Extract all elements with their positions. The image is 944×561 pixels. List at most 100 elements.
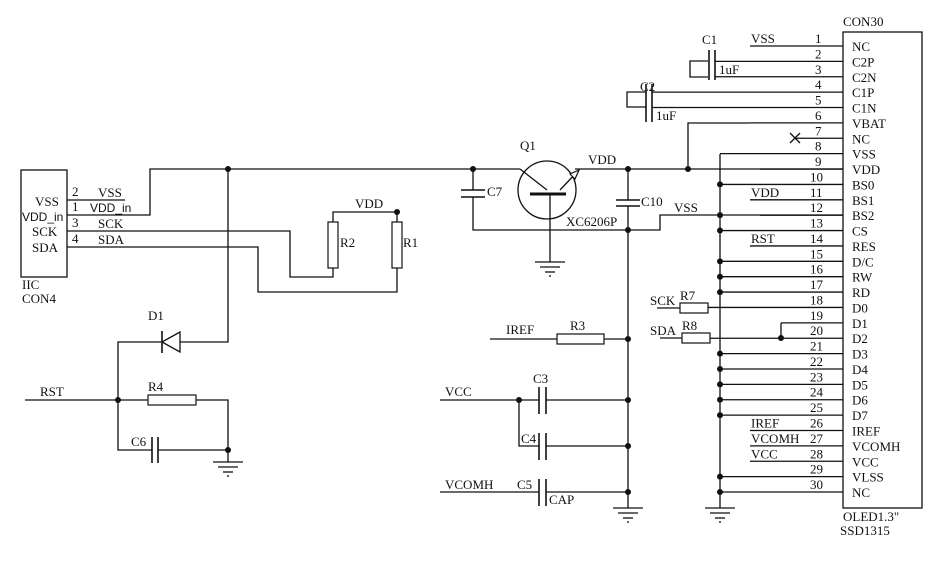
pin-number: 22 (810, 354, 823, 369)
pin-name: VLSS (852, 470, 884, 485)
svg-text:IIC: IIC (22, 277, 39, 292)
oled-part-label: OLED1.3" (843, 509, 899, 524)
svg-text:SDA: SDA (32, 240, 59, 255)
pin-number: 9 (815, 154, 822, 169)
pin-number: 16 (810, 262, 824, 277)
pin-number: 24 (810, 385, 824, 400)
pin-number: 4 (815, 77, 822, 92)
svg-text:SDA: SDA (98, 232, 125, 247)
pin-number: 14 (810, 231, 824, 246)
pin-name: D7 (852, 408, 868, 423)
svg-text:VDD_in: VDD_in (90, 201, 131, 215)
svg-text:IREF: IREF (506, 322, 534, 337)
svg-text:1uF: 1uF (656, 108, 676, 123)
oled-chip-label: SSD1315 (840, 523, 890, 538)
svg-text:RST: RST (40, 384, 64, 399)
svg-text:R4: R4 (148, 379, 164, 394)
pin-name: IREF (852, 424, 880, 439)
pin-number: 30 (810, 477, 823, 492)
no-connect-mark (789, 132, 801, 144)
pin-name: BS1 (852, 193, 874, 208)
pin-name: C2P (852, 54, 874, 69)
svg-text:Q1: Q1 (520, 138, 536, 153)
pin-net-label: VCC (751, 446, 778, 461)
pin-name: RES (852, 239, 876, 254)
pin-net-label: RST (751, 231, 775, 246)
svg-text:SDA: SDA (650, 323, 677, 338)
pin-name: VCOMH (852, 439, 900, 454)
svg-text:VCC: VCC (445, 384, 472, 399)
svg-text:SCK: SCK (32, 224, 58, 239)
resistor-r8: SDA R8 (650, 318, 711, 344)
ground-icon (612, 507, 644, 523)
svg-text:C7: C7 (487, 184, 503, 199)
svg-text:1: 1 (72, 199, 79, 214)
pin-net-label: IREF (751, 416, 779, 431)
pin-name: D1 (852, 316, 868, 331)
svg-text:VSS: VSS (35, 194, 59, 209)
svg-text:VSS: VSS (98, 185, 122, 200)
pin-name: NC (852, 485, 870, 500)
capacitor-c1: C1 1uF (689, 32, 739, 80)
svg-text:2: 2 (72, 184, 79, 199)
pin-row-15: 15D/C (717, 246, 874, 269)
pin-name: C2N (852, 70, 877, 85)
pin-row-7: 7NC (795, 123, 870, 146)
pin-name: D6 (852, 393, 868, 408)
pin-number: 6 (815, 108, 822, 123)
svg-text:CAP: CAP (549, 492, 574, 507)
svg-text:R3: R3 (570, 318, 585, 333)
pin-name: RD (852, 285, 870, 300)
pin-number: 3 (815, 62, 822, 77)
svg-text:C6: C6 (131, 434, 147, 449)
svg-text:SCK: SCK (650, 293, 676, 308)
pin-number: 28 (810, 446, 823, 461)
pin-name: C1P (852, 85, 874, 100)
resistor-r7: SCK R7 (650, 288, 709, 314)
svg-text:R7: R7 (680, 288, 696, 303)
con30-ref: CON30 (843, 14, 883, 29)
svg-text:CON4: CON4 (22, 291, 56, 306)
svg-text:C10: C10 (641, 194, 663, 209)
svg-text:VDD_in: VDD_in (22, 210, 63, 224)
pin-number: 7 (815, 123, 822, 138)
capacitor-c10: C10 (616, 194, 663, 209)
pin-number: 15 (810, 246, 823, 261)
pin-number: 10 (810, 169, 823, 184)
pin-name: BS0 (852, 177, 874, 192)
net-label-vss: VSS (674, 200, 698, 215)
pin-number: 8 (815, 139, 822, 154)
pin-net-label: VDD (751, 185, 779, 200)
capacitor-c3-c4: VCC C3 C4 (440, 371, 631, 460)
svg-text:C2: C2 (640, 79, 655, 94)
svg-text:C5: C5 (517, 477, 532, 492)
pin-name: D0 (852, 300, 868, 315)
resistor-r1: R1 (391, 221, 418, 269)
pin-name: CS (852, 224, 868, 239)
pin-number: 17 (810, 277, 824, 292)
iic-connector-con4: VSS VDD_in SCK SDA IIC CON4 2 1 3 4 VSS … (20, 169, 131, 306)
pin-number: 2 (815, 46, 822, 61)
pin-number: 12 (810, 200, 823, 215)
pin-name: NC (852, 39, 870, 54)
capacitor-c7: C7 (461, 169, 628, 231)
pin-name: D5 (852, 377, 868, 392)
svg-text:C1: C1 (702, 32, 717, 47)
svg-text:VDD: VDD (355, 196, 383, 211)
svg-text:R2: R2 (340, 235, 355, 250)
pin-name: BS2 (852, 208, 874, 223)
